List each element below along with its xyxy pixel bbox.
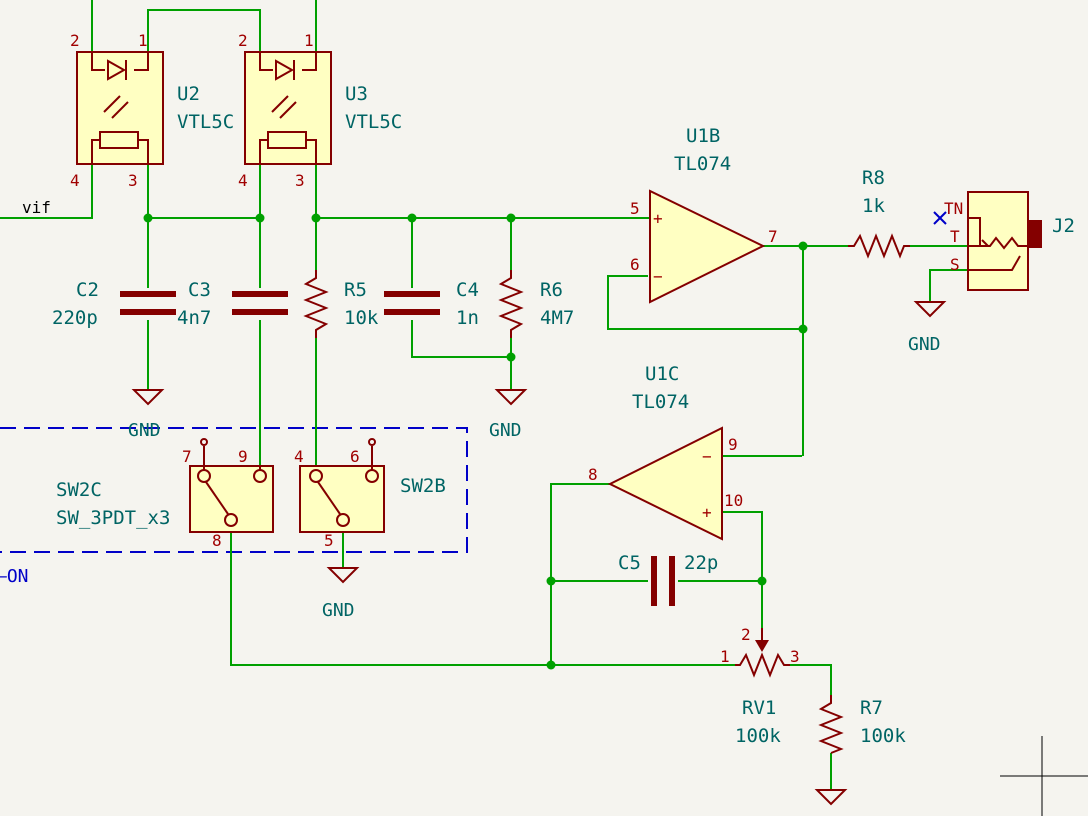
gnd-symbol-c2: GND [128,389,165,441]
u1b-reference: U1B [686,125,720,147]
sw2c-value: SW_3PDT_x3 [56,507,170,529]
u3-pin-3: 3 [295,171,305,190]
c3-capacitor[interactable]: C3 4n7 [177,279,288,329]
sw2c-reference: SW2C [56,479,102,501]
u1c-minus-sign: − [702,447,712,466]
sw2b-switch[interactable]: 4 6 5 SW2B [294,438,446,550]
r8-resistor[interactable]: R8 1k [848,167,910,259]
gnd-label-c2: GND [128,420,161,441]
u1b-value: TL074 [674,153,731,175]
rv1-pin-1: 1 [720,647,730,666]
rv1-value: 100k [735,725,781,747]
c5-value: 22p [684,552,718,574]
u1c-reference: U1C [645,363,679,385]
r6-value: 4M7 [540,307,574,329]
r7-reference: R7 [860,697,883,719]
u2-pin-2: 2 [70,31,80,50]
r8-value: 1k [862,195,885,217]
sw2c-pin-9: 9 [238,447,248,466]
r5-value: 10k [344,307,379,329]
sw2c-pin-7: 7 [182,447,192,466]
u1b-pin-7: 7 [768,227,778,246]
c2-capacitor[interactable]: C2 220p [52,279,176,329]
u2-reference: U2 [177,83,200,105]
r5-resistor[interactable]: R5 10k [303,270,379,338]
u1b-pin-5: 5 [630,199,640,218]
cursor-crosshair [1000,736,1088,816]
c4-value: 1n [456,307,479,329]
sw2b-reference: SW2B [400,475,446,497]
u1b-opamp[interactable]: + − 5 6 7 U1B TL074 [630,125,778,304]
u1c-pin-8: 8 [588,465,598,484]
u2-pin-3: 3 [128,171,138,190]
hierarchy-sheet-border [0,427,468,553]
c4-capacitor[interactable]: C4 1n [384,279,479,329]
c2-reference: C2 [76,279,99,301]
u3-pin-1: 1 [304,31,314,50]
rv1-reference: RV1 [742,697,776,719]
u2-optocoupler[interactable]: 2 1 4 3 U2 VTL5C [70,31,234,190]
c4-reference: C4 [456,279,479,301]
gnd-label-j2: GND [908,334,941,355]
j2-reference: J2 [1052,215,1075,237]
r6-resistor[interactable]: R6 4M7 [498,270,574,338]
gnd-symbol-r7 [814,789,848,806]
u2-pin-4: 4 [70,171,80,190]
c5-capacitor[interactable]: C5 22p [618,552,718,606]
u3-pin-2: 2 [238,31,248,50]
junction-dots [143,213,808,670]
u1c-pin-9: 9 [728,435,738,454]
r7-resistor[interactable]: R7 100k [818,695,906,754]
c3-value: 4n7 [177,307,211,329]
hierarchy-label: —ON [0,566,29,587]
rv1-potentiometer[interactable]: 2 1 3 RV1 100k [720,625,800,747]
u3-reference: U3 [345,83,368,105]
gnd-label-sw2b: GND [322,600,355,621]
c3-reference: C3 [188,279,211,301]
u1b-minus-sign: − [653,267,663,286]
sw2c-switch[interactable]: 7 9 8 SW2C SW_3PDT_x3 [56,438,274,550]
gnd-symbol-j2: GND [908,301,947,355]
u1c-value: TL074 [632,391,689,413]
r6-reference: R6 [540,279,563,301]
u1b-pin-6: 6 [630,255,640,274]
j2-pin-t: T [950,227,960,246]
u1c-plus-sign: + [702,503,712,522]
u2-value: VTL5C [177,111,234,133]
sw2b-pin-5: 5 [324,531,334,550]
no-connect-marker [933,211,947,225]
j2-audio-jack[interactable]: TN T S J2 [944,191,1075,291]
u3-value: VTL5C [345,111,402,133]
r7-value: 100k [860,725,906,747]
rv1-pin-2: 2 [741,625,751,644]
j2-pin-tn: TN [944,199,963,218]
sw2c-pin-8: 8 [212,531,222,550]
u3-optocoupler[interactable]: 2 1 4 3 U3 VTL5C [238,31,402,190]
sw2b-pin-6: 6 [350,447,360,466]
c2-value: 220p [52,307,98,329]
u3-pin-4: 4 [238,171,248,190]
gnd-label-r6: GND [489,420,522,441]
net-label-vif: vif [22,198,51,217]
sw2b-pin-4: 4 [294,447,304,466]
c5-reference: C5 [618,552,641,574]
rv1-pin-3: 3 [790,647,800,666]
gnd-symbol-r6: GND [489,389,528,441]
u1b-plus-sign: + [653,209,663,228]
j2-pin-s: S [950,255,960,274]
u2-pin-1: 1 [138,31,148,50]
wires [0,0,968,790]
u1c-opamp[interactable]: − + 9 10 8 U1C TL074 [588,363,743,541]
gnd-symbol-sw2b: GND [322,567,360,621]
u1c-pin-10: 10 [724,491,743,510]
r5-reference: R5 [344,279,367,301]
r8-reference: R8 [862,167,885,189]
